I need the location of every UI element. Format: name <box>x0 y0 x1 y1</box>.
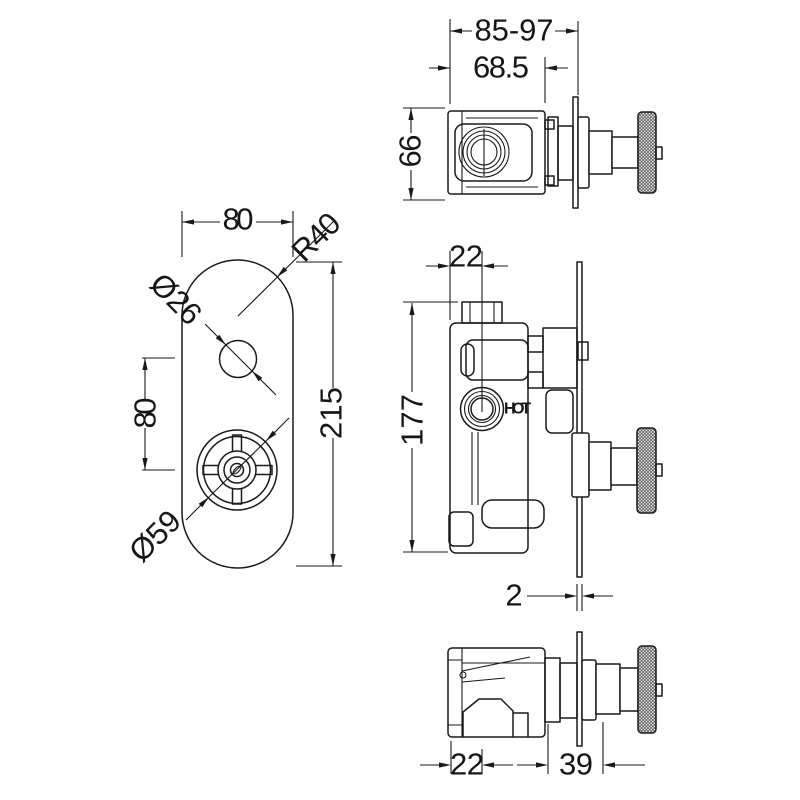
dim-body-width: 66 <box>393 107 445 201</box>
knob-nub <box>655 683 663 697</box>
top-view: 85-97 68.5 66 <box>393 13 663 209</box>
dim-depth-adjustable: 85-97 <box>449 13 579 104</box>
knob-nub <box>655 463 663 477</box>
dim-plate-thickness-label: 2 <box>505 578 522 613</box>
escutcheon-flange <box>571 432 590 498</box>
cartridge-housing <box>545 389 574 434</box>
dim-inlet-offset-label: 22 <box>449 239 483 274</box>
dim-spindle-projection: 39 <box>517 722 645 782</box>
temperature-control-hole <box>218 339 258 379</box>
dim-inlet-offset: 22 <box>426 239 508 412</box>
bottom-outlet-port <box>448 511 474 547</box>
spindle-stem <box>611 136 639 169</box>
control-knob <box>636 427 657 514</box>
wheel-rim-outer <box>196 429 278 511</box>
cartridge-port-rings <box>458 126 510 178</box>
dim-body-depth-label: 68.5 <box>473 50 529 85</box>
dim-plate-thickness: 2 <box>505 578 613 613</box>
body-outline <box>449 322 529 554</box>
escutcheon-flange <box>581 659 597 721</box>
dim-depth-adjustable-label: 85-97 <box>475 13 554 48</box>
dim-bottom-inlet-offset-label: 22 <box>450 747 484 782</box>
mounting-tab <box>544 175 555 186</box>
escutcheon-flange <box>577 116 590 189</box>
dim-body-height-label: 177 <box>395 394 430 446</box>
dim-body-width-label: 66 <box>393 135 428 168</box>
knob-nub <box>655 146 663 160</box>
wall-plate <box>572 96 579 209</box>
front-view: 80 R40 Ø26 80 Ø59 <box>122 202 348 569</box>
side-valve-body: HOT <box>448 301 589 554</box>
outlet-boss <box>462 698 529 738</box>
hot-port-label: HOT <box>504 401 531 418</box>
dim-spindle-projection-label: 39 <box>559 747 593 782</box>
dim-hole-spacing: 80 <box>128 357 175 471</box>
bottom-valve-body <box>447 647 578 738</box>
wall-plate <box>576 631 583 747</box>
dim-front-width: 80 <box>181 202 294 257</box>
dim-bottom-inlet-offset: 22 <box>420 741 513 782</box>
dim-body-height: 177 <box>395 301 458 553</box>
bracket-notch <box>465 339 529 381</box>
spindle-base <box>588 130 613 175</box>
control-knob <box>637 111 657 194</box>
dim-front-width-label: 80 <box>223 202 254 237</box>
mounting-tab <box>544 119 555 130</box>
dim-handle-diameter-label: Ø59 <box>122 503 188 569</box>
spindle-stem <box>619 667 639 712</box>
spindle-stem <box>610 447 638 486</box>
dim-body-depth: 68.5 <box>429 50 568 103</box>
diverter-housing <box>542 327 578 389</box>
side-view: HOT 22 177 <box>395 239 663 578</box>
spindle-base <box>588 441 612 491</box>
dim-front-height-label: 215 <box>314 387 349 439</box>
top-valve-body <box>447 110 574 195</box>
dim-corner-radius-label: R40 <box>285 206 348 269</box>
dim-hole-spacing-label: 80 <box>128 398 163 429</box>
bottom-view: 2 22 39 <box>420 578 663 782</box>
dim-front-height: 215 <box>296 261 349 567</box>
dim-top-hole-diameter: Ø26 <box>143 266 277 396</box>
wall-plate <box>576 261 583 578</box>
spindle-base <box>595 663 621 715</box>
body-outline <box>447 110 546 195</box>
control-knob <box>637 645 657 734</box>
faceplate-outline <box>181 259 294 569</box>
